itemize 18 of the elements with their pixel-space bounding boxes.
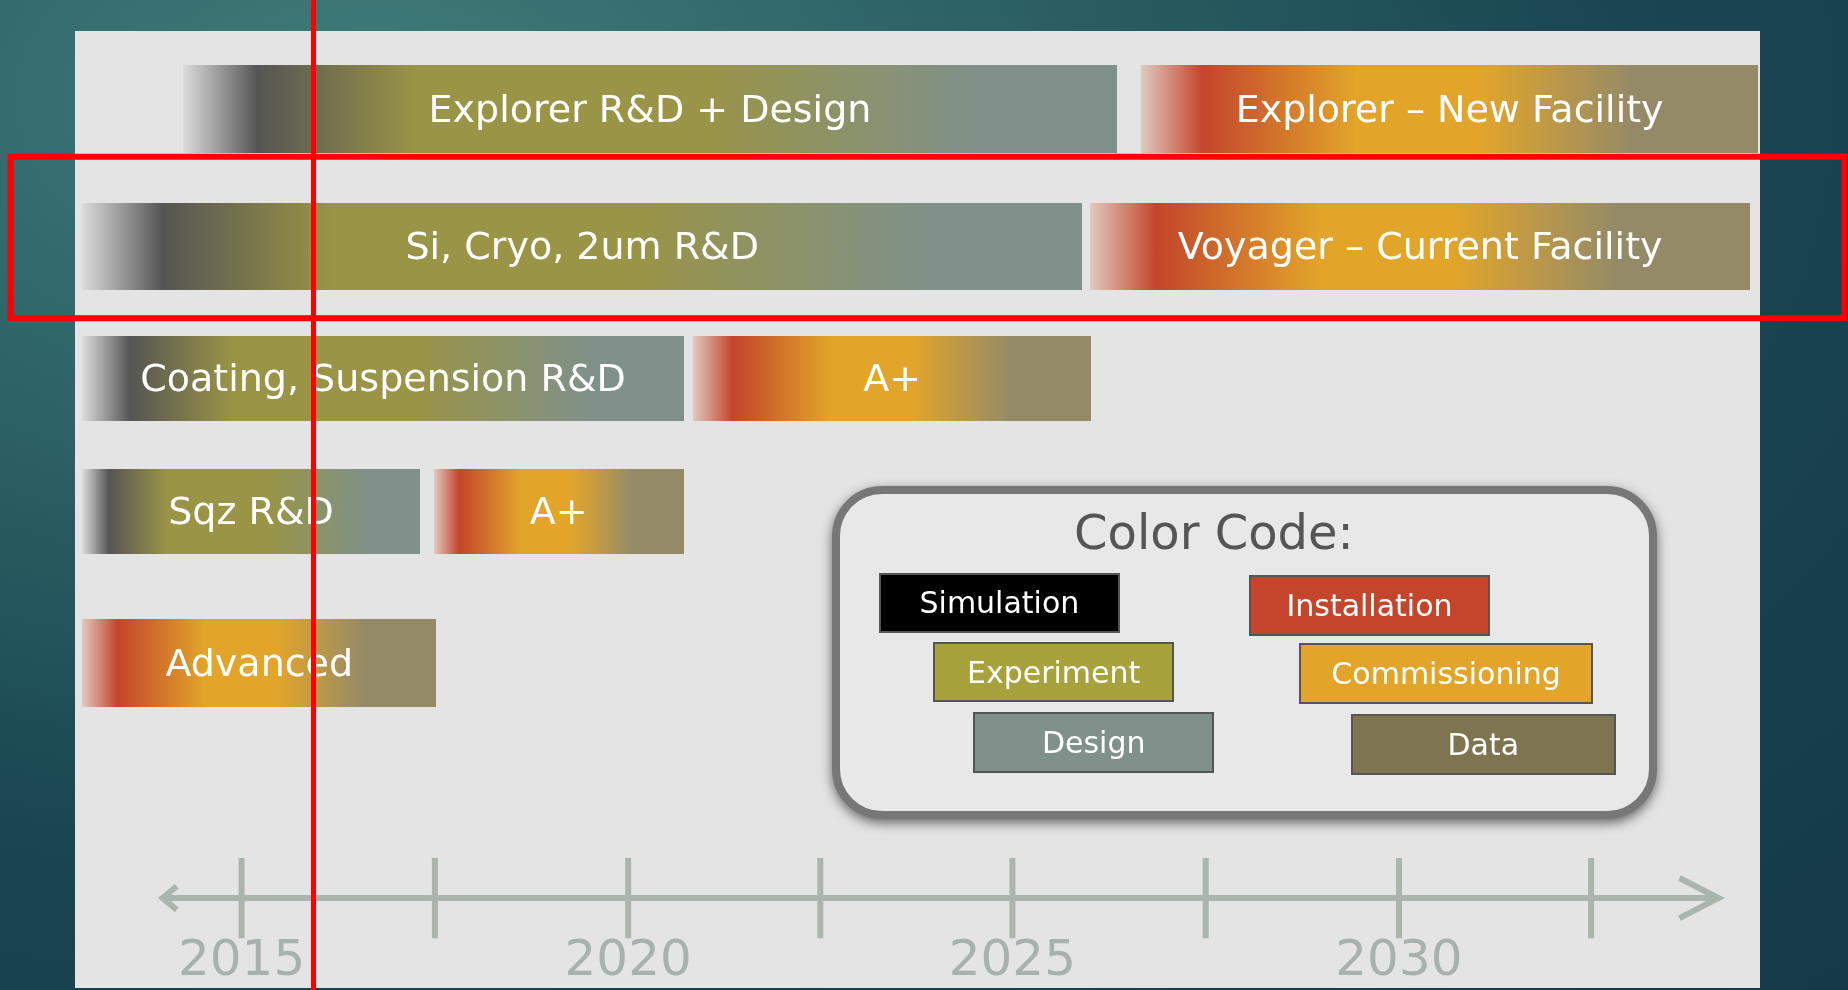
legend-key: Installation: [1249, 575, 1490, 637]
legend-title: Color Code:: [1073, 504, 1355, 563]
timeline-bar: Explorer R&D + Design: [182, 64, 1118, 154]
timeline-bar: Voyager – Current Facility: [1090, 202, 1751, 290]
timeline-bar: A+: [693, 335, 1092, 421]
legend-key: Commissioning: [1298, 643, 1594, 704]
legend-key: Experiment: [933, 642, 1174, 703]
legend-key: Simulation: [879, 572, 1120, 633]
timeline-bar: Si, Cryo, 2um R&D: [82, 202, 1082, 290]
timeline-bar: A+: [433, 469, 684, 554]
year-label: 2020: [563, 928, 693, 989]
timeline-bar: Coating, Suspension R&D: [82, 335, 684, 421]
legend-key: Design: [973, 711, 1214, 774]
year-label: 2025: [947, 928, 1077, 989]
year-label: 2015: [176, 928, 307, 989]
legend-key: Data: [1350, 714, 1616, 776]
year-label: 2030: [1334, 928, 1464, 989]
timeline-bar: Explorer – New Facility: [1140, 64, 1759, 154]
